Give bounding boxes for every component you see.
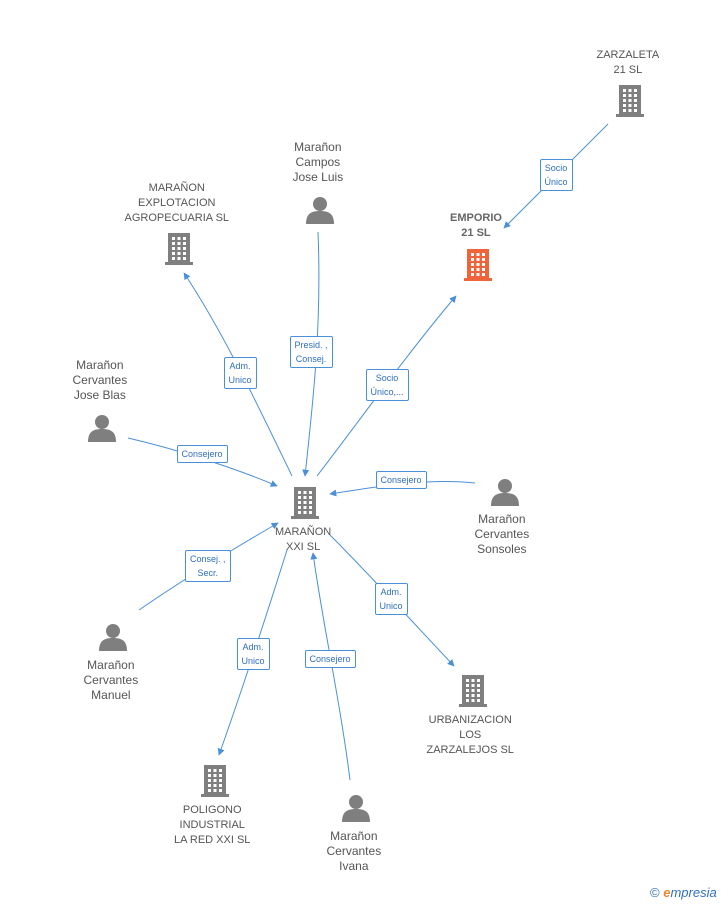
empresia-logo: © empresia [650,885,717,900]
building-icon-zarzaleta[interactable] [616,85,644,117]
person-icon-jose-luis[interactable] [306,197,334,224]
building-icon-explotacion[interactable] [165,233,193,265]
building-icon-emporio[interactable] [464,249,492,281]
person-icon-ivana[interactable] [342,795,370,822]
edge-label-manuel-xxi[interactable]: Consej. ,Secr. [185,550,231,582]
edge-label-ivana-xxi[interactable]: Consejero [304,650,356,668]
person-icon-sonsoles[interactable] [491,479,519,506]
edge-label-joseblas-xxi[interactable]: Consejero [176,445,228,463]
building-icon-maranon-xxi[interactable] [291,487,319,519]
edge-label-joseluis-xxi[interactable]: Presid. ,Consej. [289,336,333,368]
copyright-icon: © [650,885,660,900]
edge-label-xxi-poligono[interactable]: Adm.Unico [236,638,270,670]
building-icon-poligono[interactable] [201,765,229,797]
edge-label-xxi-urbanizacion[interactable]: Adm.Unico [374,583,408,615]
edge-label-sonsoles-xxi[interactable]: Consejero [375,471,427,489]
building-icon-urbanizacion[interactable] [459,675,487,707]
edge-label-xxi-explotacion[interactable]: Adm.Unico [223,357,257,389]
person-icon-jose-blas[interactable] [88,415,116,442]
person-icon-manuel[interactable] [99,624,127,651]
